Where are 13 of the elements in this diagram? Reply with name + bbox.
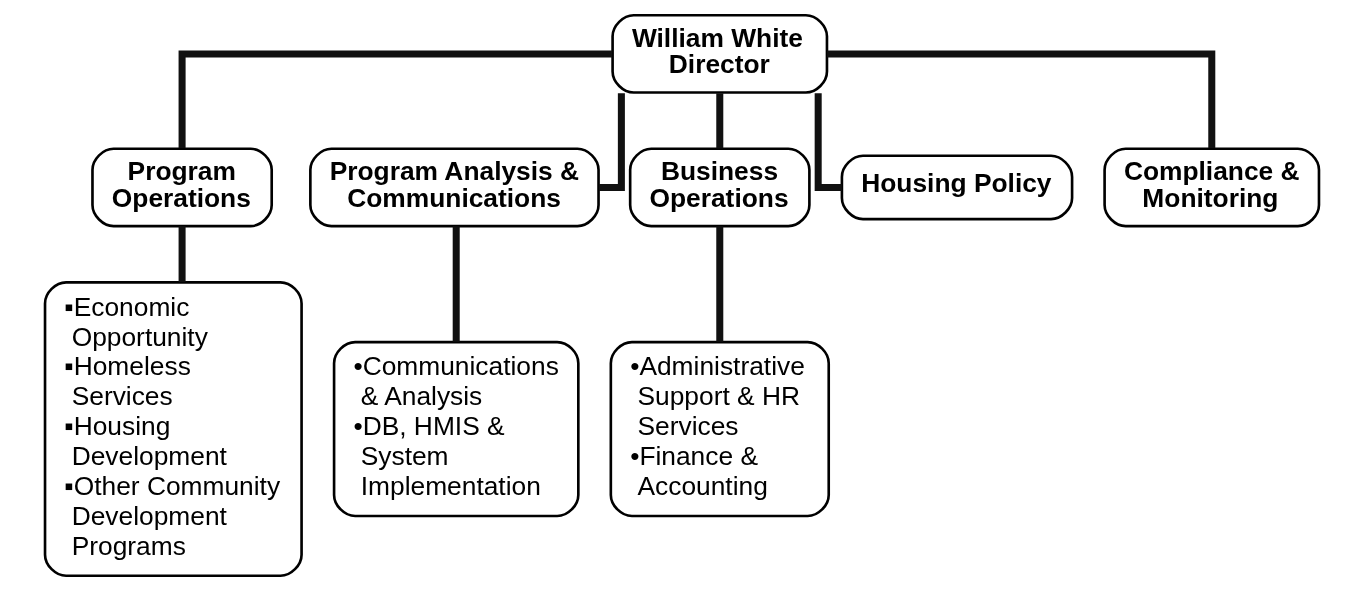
node-box: Program Analysis & Communications xyxy=(308,147,600,228)
node-box: •Communications & Analysis •DB, HMIS & System Implementation xyxy=(332,340,580,518)
node-box: Program Operations xyxy=(90,147,273,228)
node-box: Business Operations xyxy=(628,147,811,228)
node-box: William White Director xyxy=(610,13,828,94)
node-box: •Administrative Support & HR Services •Finance & Accounting xyxy=(609,340,830,518)
connector xyxy=(452,226,460,342)
connector xyxy=(826,50,1215,149)
connector xyxy=(178,226,186,283)
node-box: ▪Economic Opportunity ▪Homeless Services ▪Housing Development ▪Other Community Development Programs xyxy=(43,281,303,578)
node-box: Housing Policy xyxy=(840,154,1073,221)
connector xyxy=(715,226,723,342)
node-box: Compliance & Monitoring xyxy=(1102,147,1320,228)
